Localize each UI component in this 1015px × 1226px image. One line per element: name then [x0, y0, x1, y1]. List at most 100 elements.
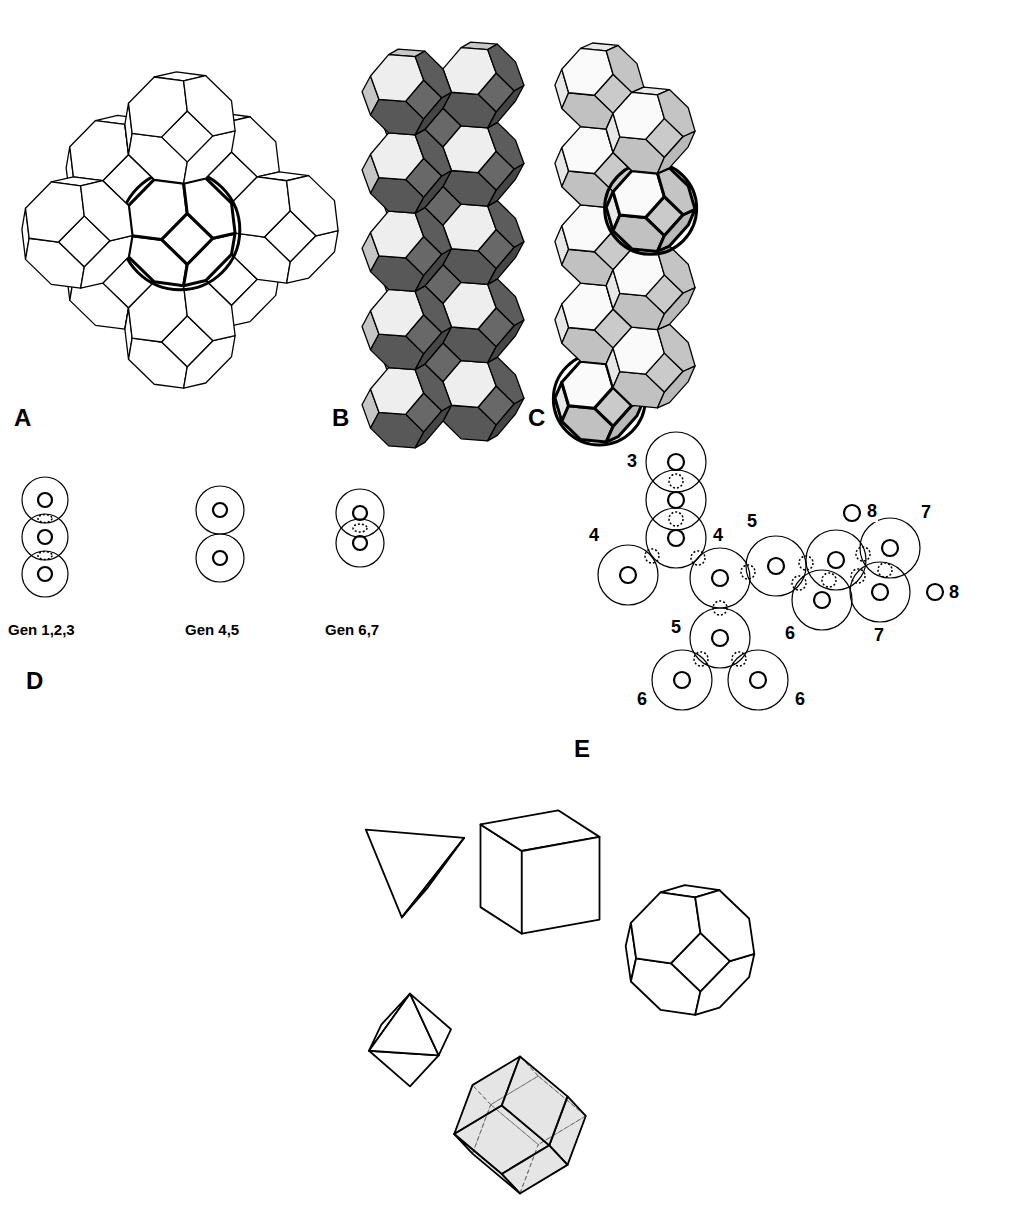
sodalite-cage-face: [371, 256, 424, 292]
sodalite-cage-face: [443, 249, 496, 285]
sodalite-cage-face: [562, 361, 613, 408]
sodalite-cage-face: [443, 92, 496, 128]
sodalite-cage-face: [26, 238, 85, 288]
sodalite-cage-face: [562, 93, 613, 129]
generation-label: Gen 6,7: [325, 622, 379, 639]
panel-letter: B: [332, 405, 349, 431]
sodalite-cage-face: [488, 201, 524, 248]
sodalite-cage-face: [371, 289, 424, 336]
sodalite-cage-face: [371, 368, 424, 415]
sodalite-cage-face: [488, 122, 524, 169]
sodalite-cage-face: [606, 45, 644, 92]
sodalite-cage-face: [488, 163, 524, 206]
sodalite-cage-face: [371, 211, 424, 258]
panel-letter: D: [26, 668, 43, 694]
sodalite-cage-face: [562, 249, 613, 285]
cube-face: [522, 837, 600, 934]
sodalite-cage-face: [613, 249, 664, 296]
sodalite-cage-face: [488, 242, 524, 285]
sodalite-cage-face: [613, 171, 664, 218]
truncated-octahedron-face: [695, 890, 754, 961]
sodalite-cage-face: [184, 336, 235, 388]
sodalite-cage-face: [613, 137, 664, 173]
sodalite-cage-face: [26, 182, 85, 242]
sodalite-cage-face: [415, 249, 451, 292]
sodalite-cage-face: [443, 204, 496, 251]
sodalite-cage-face: [371, 133, 424, 180]
sodalite-cage-face: [287, 231, 338, 283]
sodalite-cage-face: [371, 55, 424, 102]
sodalite-cage-face: [488, 279, 524, 326]
sodalite-cage-face: [657, 324, 695, 371]
sodalite-cage-face: [657, 90, 695, 137]
sodalite-cage-face: [371, 99, 424, 135]
sodalite-cage-face: [657, 131, 695, 173]
panel-letter: E: [574, 736, 590, 762]
sodalite-cage-face: [613, 215, 664, 251]
callout-number: 4: [712, 526, 724, 546]
callout-number: 6: [794, 690, 806, 710]
callout-number: 7: [920, 503, 932, 523]
highlight-ring: [120, 170, 240, 290]
sodalite-cage-face: [81, 236, 132, 288]
sodalite-cage-face: [371, 178, 424, 214]
sodalite-cage-face: [184, 178, 235, 238]
sodalite-cage-face: [129, 338, 188, 388]
sodalite-cage-face: [184, 233, 235, 285]
sodalite-cage-face: [415, 364, 451, 411]
callout-number: 4: [588, 526, 600, 546]
callout-number: 7: [873, 626, 885, 646]
callout-number: 5: [746, 512, 758, 532]
sodalite-cage-face: [488, 398, 524, 441]
sodalite-cage-face: [562, 127, 613, 174]
sodalite-cage-face: [613, 327, 664, 374]
tetrahedron-face: [366, 830, 464, 918]
sodalite-cage-face: [488, 320, 524, 363]
rhombic-dodecahedron-face: [502, 1057, 568, 1146]
truncated-octahedron-face: [695, 954, 754, 1015]
panel-letter: A: [14, 405, 31, 431]
sodalite-cage-face: [488, 357, 524, 404]
sodalite-cage-face: [657, 288, 695, 330]
sodalite-cage-face: [613, 293, 664, 329]
circle-models: [22, 432, 943, 710]
sodalite-cage-face: [184, 76, 235, 136]
rhombic-dodecahedron-face: [502, 1145, 568, 1193]
callout-number: 8: [948, 583, 960, 603]
sodalite-cage-face: [613, 92, 664, 139]
sodalite-cage-face: [415, 171, 451, 214]
sodalite-cage-face: [228, 117, 279, 177]
sodalite-cage-face: [371, 412, 424, 448]
octahedron-face: [369, 1051, 439, 1087]
sodalite-cage-face: [371, 334, 424, 370]
callout-number: 3: [626, 452, 638, 472]
sodalite-cage-face: [415, 327, 451, 370]
callout-number: 8: [866, 502, 878, 522]
sodalite-cage-face: [562, 283, 613, 330]
sodalite-cage-face: [562, 406, 613, 442]
callout-number: 6: [636, 690, 648, 710]
callout-number: 5: [670, 618, 682, 638]
sodalite-cage-face: [443, 327, 496, 363]
sodalite-cage-face: [657, 168, 695, 215]
sodalite-cage-face: [562, 48, 613, 95]
sodalite-cage-face: [443, 171, 496, 207]
sodalite-cage-face: [443, 48, 496, 95]
sodalite-cage-face: [415, 208, 451, 255]
sodalite-cage-face: [415, 92, 451, 135]
sodalite-cage-face: [184, 131, 235, 183]
tetrahedron-face: [402, 838, 464, 918]
sodalite-cage-face: [488, 44, 524, 91]
panel-letter: C: [528, 405, 545, 431]
sodalite-cage-face: [129, 77, 188, 137]
sodalite-cage-face: [613, 372, 664, 408]
truncated-octahedron-face: [631, 958, 701, 1015]
sodalite-cage-face: [415, 51, 451, 98]
sodalite-cage-face: [129, 133, 188, 183]
sodalite-cage-face: [415, 129, 451, 176]
sodalite-cage-face: [287, 176, 338, 236]
callout-number: 6: [784, 624, 796, 644]
octahedron-face: [410, 994, 451, 1056]
sodalite-cage-face: [415, 286, 451, 333]
